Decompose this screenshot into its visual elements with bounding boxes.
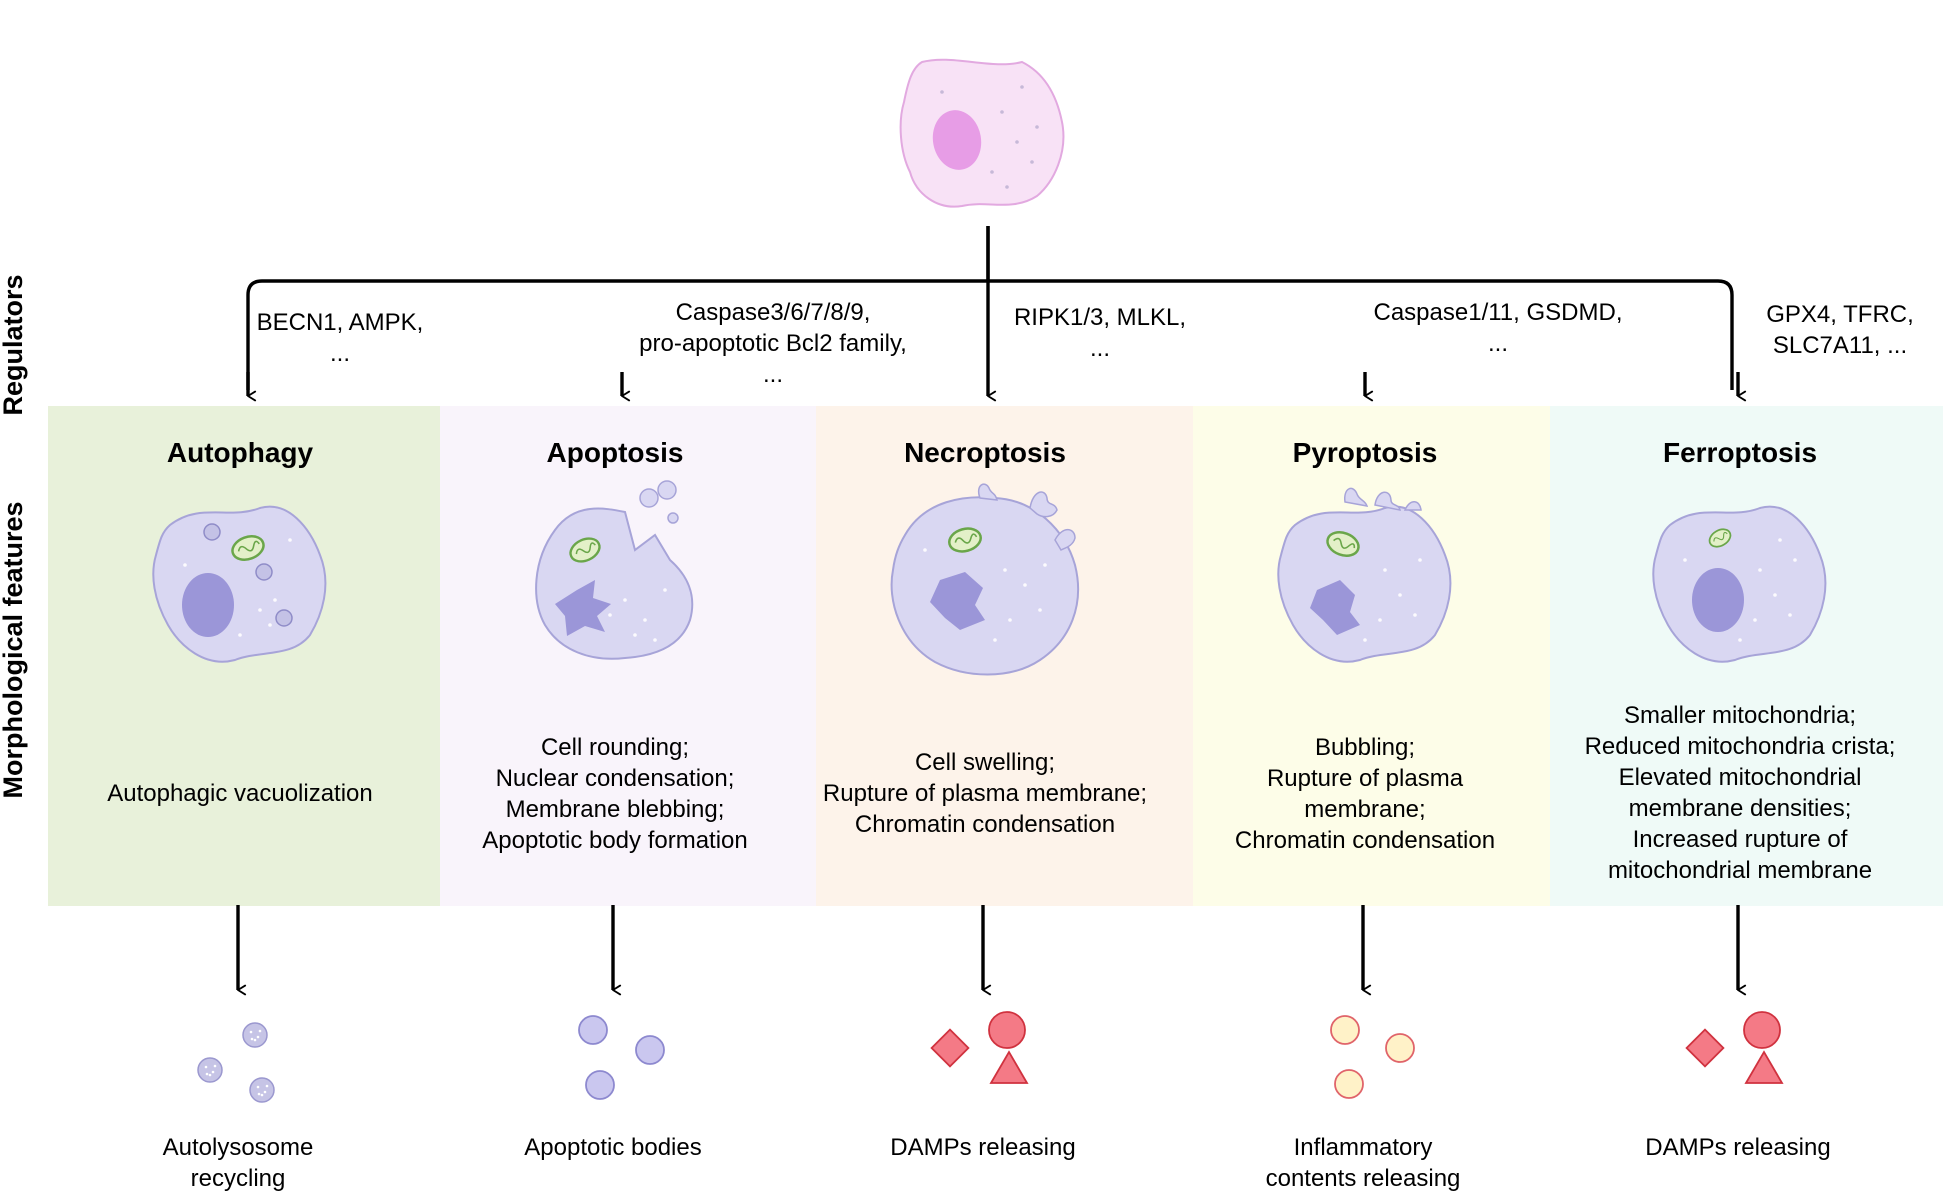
autophagy-title: Autophagy	[167, 437, 314, 468]
ferroptosis-features-line: membrane densities;	[1629, 795, 1852, 822]
damp-triangle-icon	[989, 1050, 1029, 1084]
pyroptosis-features-line: membrane;	[1304, 796, 1425, 823]
autolysosome-icon-group	[197, 1022, 275, 1103]
autophagy-features-line: Autophagic vacuolization	[107, 780, 373, 807]
autolysosome-icon	[197, 1057, 223, 1083]
damp-icon-group	[930, 1011, 1029, 1084]
necroptosis-features: Cell swelling; Rupture of plasma membrane…	[823, 749, 1147, 838]
necroptosis-outcome: DAMPs releasing	[890, 1134, 1075, 1161]
branch-line	[246, 279, 1734, 390]
pyroptosis-features: Bubbling; Rupture of plasma membrane; Chrom…	[1235, 734, 1495, 854]
ferroptosis-features-line: Reduced mitochondria crista;	[1585, 733, 1896, 760]
regulators-label: Regulators	[0, 274, 28, 415]
mitochondrion-icon	[948, 527, 982, 553]
ferroptosis-features-line: Elevated mitochondrial	[1619, 764, 1862, 791]
pyroptosis-features-line: Rupture of plasma	[1267, 765, 1464, 792]
ferroptosis-outcome: DAMPs releasing	[1645, 1134, 1830, 1161]
pyroptosis-regulators-line: Caspase1/11, GSDMD,	[1374, 299, 1623, 326]
inflammatory-content-icon-group	[1330, 1015, 1415, 1099]
pyroptosis-column: Caspase1/11, GSDMD,... PyroptosisBubbling…	[1235, 299, 1623, 1192]
mitochondrion-icon	[231, 535, 265, 561]
necroptosis-regulators-line: RIPK1/3, MLKL,	[1014, 304, 1186, 331]
necroptosis-regulators-line: ...	[1090, 335, 1110, 362]
apoptosis-column: Caspase3/6/7/8/9, pro-apoptotic Bcl2 fami…	[482, 299, 907, 1161]
apoptotic-body-icon-group	[578, 1015, 665, 1100]
apoptosis-outcome-line: Apoptotic bodies	[524, 1134, 701, 1161]
autophagy-outcome-line: recycling	[191, 1165, 286, 1192]
necroptosis-regulators: RIPK1/3, MLKL,...	[1014, 304, 1186, 362]
autophagy-regulators-line: ...	[330, 340, 350, 367]
apoptosis-features-line: Cell rounding;	[541, 734, 689, 761]
apoptotic-body-icon	[578, 1015, 608, 1045]
damp-diamond-icon	[930, 1028, 970, 1068]
ferroptosis-features-line: mitochondrial membrane	[1608, 857, 1872, 884]
apoptosis-features-line: Membrane blebbing;	[506, 796, 725, 823]
inflammatory-content-icon	[1385, 1033, 1415, 1063]
pyroptosis-outcome-line: Inflammatory	[1294, 1134, 1433, 1161]
pyroptosis-outcome-line: contents releasing	[1266, 1165, 1461, 1192]
ferroptosis-features-line: Smaller mitochondria;	[1624, 702, 1856, 729]
pyroptosis-regulators: Caspase1/11, GSDMD,...	[1374, 299, 1623, 357]
apoptosis-features: Cell rounding; Nuclear condensation; Membr…	[482, 734, 748, 854]
inflammatory-content-icon	[1334, 1069, 1364, 1099]
pyroptosis-title: Pyroptosis	[1293, 437, 1438, 468]
morphological-features-label: Morphological features	[0, 501, 28, 798]
branch-arrows	[246, 226, 1747, 402]
pyroptosis-features-line: Chromatin condensation	[1235, 827, 1495, 854]
autolysosome-icon	[249, 1077, 275, 1103]
damp-diamond-icon	[1685, 1028, 1725, 1068]
necroptosis-features-line: Cell swelling;	[915, 749, 1055, 776]
autophagy-outcome-line: Autolysosome	[163, 1134, 314, 1161]
necroptosis-features-line: Rupture of plasma membrane;	[823, 780, 1147, 807]
apoptosis-features-line: Nuclear condensation;	[496, 765, 735, 792]
autophagic-cell-icon	[152, 505, 327, 663]
autophagy-features: Autophagic vacuolization	[107, 780, 373, 807]
damp-circle-icon	[988, 1011, 1026, 1049]
ferroptosis-features: Smaller mitochondria; Reduced mitochondri…	[1585, 702, 1896, 884]
mitochondrion-icon	[1326, 531, 1360, 557]
damp-triangle-icon	[1744, 1050, 1784, 1084]
ferroptosis-regulators-line: GPX4, TFRC,	[1766, 301, 1914, 328]
necroptosis-outcome-line: DAMPs releasing	[890, 1134, 1075, 1161]
mitochondrion-icon	[1708, 528, 1732, 548]
apoptosis-regulators: Caspase3/6/7/8/9, pro-apoptotic Bcl2 fami…	[639, 299, 907, 388]
ferroptosis-title: Ferroptosis	[1663, 437, 1817, 468]
source-cell-icon	[899, 58, 1065, 208]
necroptosis-features-line: Chromatin condensation	[855, 811, 1115, 838]
ferroptosis-column: GPX4, TFRC, SLC7A11, ... FerroptosisSmalle…	[1585, 301, 1914, 1161]
inflammatory-content-icon	[1330, 1015, 1360, 1045]
apoptosis-features-line: Apoptotic body formation	[482, 827, 748, 854]
necroptosis-title: Necroptosis	[904, 437, 1066, 468]
autolysosome-icon	[242, 1022, 268, 1048]
pyroptosis-outcome: Inflammatory contents releasing	[1266, 1134, 1461, 1192]
apoptosis-title: Apoptosis	[547, 437, 684, 468]
apoptosis-regulators-line: pro-apoptotic Bcl2 family,	[639, 330, 907, 357]
necroptotic-cell-icon	[890, 483, 1080, 676]
damp-icon-group	[1685, 1011, 1784, 1084]
apoptotic-body-icon	[635, 1035, 665, 1065]
apoptotic-cell-icon	[535, 480, 694, 660]
mitochondrion-icon	[569, 537, 601, 563]
ferroptosis-regulators-line: SLC7A11, ...	[1773, 332, 1907, 359]
damp-circle-icon	[1743, 1011, 1781, 1049]
autophagy-regulators: BECN1, AMPK,...	[257, 309, 424, 367]
pyroptosis-regulators-line: ...	[1488, 330, 1508, 357]
ferroptosis-features-line: Increased rupture of	[1633, 826, 1848, 853]
apoptosis-outcome: Apoptotic bodies	[524, 1134, 701, 1161]
apoptosis-regulators-line: ...	[763, 361, 783, 388]
autophagy-regulators-line: BECN1, AMPK,	[257, 309, 424, 336]
pyroptosis-features-line: Bubbling;	[1315, 734, 1415, 761]
autophagy-outcome: Autolysosome recycling	[163, 1134, 314, 1192]
apoptotic-body-icon	[585, 1070, 615, 1100]
pyroptotic-cell-icon	[1277, 487, 1452, 663]
apoptosis-regulators-line: Caspase3/6/7/8/9,	[676, 299, 871, 326]
ferroptotic-cell-icon	[1652, 505, 1827, 663]
ferroptosis-outcome-line: DAMPs releasing	[1645, 1134, 1830, 1161]
ferroptosis-regulators: GPX4, TFRC, SLC7A11, ...	[1766, 301, 1914, 359]
